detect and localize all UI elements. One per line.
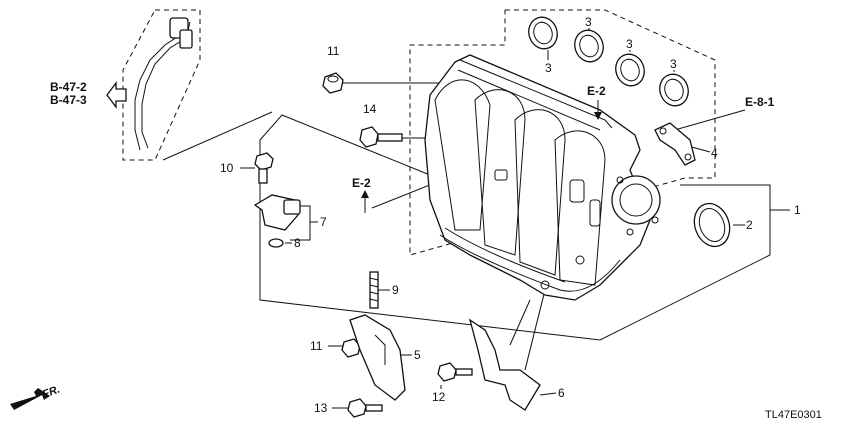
part-label-3b: 3 bbox=[585, 15, 592, 29]
part-label-10: 10 bbox=[220, 161, 234, 175]
part-label-4: 4 bbox=[711, 146, 718, 160]
throttle-gasket bbox=[693, 202, 731, 248]
bolt-13 bbox=[347, 398, 383, 418]
nut-11-top bbox=[322, 72, 344, 94]
bolt-12 bbox=[437, 362, 473, 382]
intake-manifold bbox=[424, 54, 661, 301]
part-label-13: 13 bbox=[314, 401, 328, 415]
front-arrow-icon bbox=[10, 388, 50, 410]
intake-manifold-boundary bbox=[409, 9, 716, 256]
o-ring-2 bbox=[574, 29, 604, 63]
bolt-14 bbox=[359, 126, 403, 148]
stud-9 bbox=[369, 271, 379, 309]
o-rings bbox=[528, 16, 689, 107]
diagram-code: TL47E0301 bbox=[765, 409, 822, 421]
nut-11-bottom bbox=[341, 338, 361, 358]
ref-b47-3: B-47-3 bbox=[50, 93, 87, 107]
part-label-5: 5 bbox=[414, 348, 421, 362]
part-number-labels: 1 2 3 3 3 3 4 5 6 7 8 9 10 11 11 12 13 1… bbox=[220, 15, 801, 415]
o-ring-3 bbox=[615, 53, 645, 87]
ref-e8-1: E-8-1 bbox=[745, 95, 775, 109]
part-label-3c: 3 bbox=[626, 37, 633, 51]
arrow-up-icon bbox=[361, 190, 369, 213]
part-label-3d: 3 bbox=[670, 57, 677, 71]
reference-labels: B-47-2 B-47-3 E-2 E-2 E-8-1 bbox=[50, 80, 775, 190]
part-label-11a: 11 bbox=[327, 44, 340, 58]
bracket-4 bbox=[654, 122, 696, 166]
arrow-left-icon bbox=[106, 81, 127, 109]
map-sensor-7 bbox=[253, 194, 301, 231]
part-label-1: 1 bbox=[794, 203, 801, 217]
part-label-2: 2 bbox=[746, 218, 753, 232]
bracket-5 bbox=[349, 314, 406, 401]
part-label-6: 6 bbox=[558, 386, 565, 400]
part-label-8: 8 bbox=[294, 236, 301, 250]
o-ring-8 bbox=[268, 238, 284, 248]
part-label-12: 12 bbox=[432, 390, 446, 404]
o-ring-4 bbox=[659, 73, 689, 107]
part-label-3a: 3 bbox=[545, 61, 552, 75]
wire-harness bbox=[134, 17, 193, 151]
ref-e2-top: E-2 bbox=[587, 84, 606, 98]
ref-b47-2: B-47-2 bbox=[50, 80, 87, 94]
part-label-7: 7 bbox=[320, 215, 327, 229]
arrow-down-icon bbox=[594, 100, 602, 120]
part-label-14: 14 bbox=[363, 102, 377, 116]
part-label-11b: 11 bbox=[310, 339, 323, 353]
harness-boundary bbox=[122, 9, 201, 161]
part-label-9: 9 bbox=[392, 283, 399, 297]
ref-e2-left: E-2 bbox=[352, 176, 371, 190]
front-label: FR. bbox=[41, 383, 62, 400]
bracket-6 bbox=[468, 318, 541, 411]
bolt-10 bbox=[254, 152, 274, 184]
o-ring-1 bbox=[528, 16, 558, 50]
